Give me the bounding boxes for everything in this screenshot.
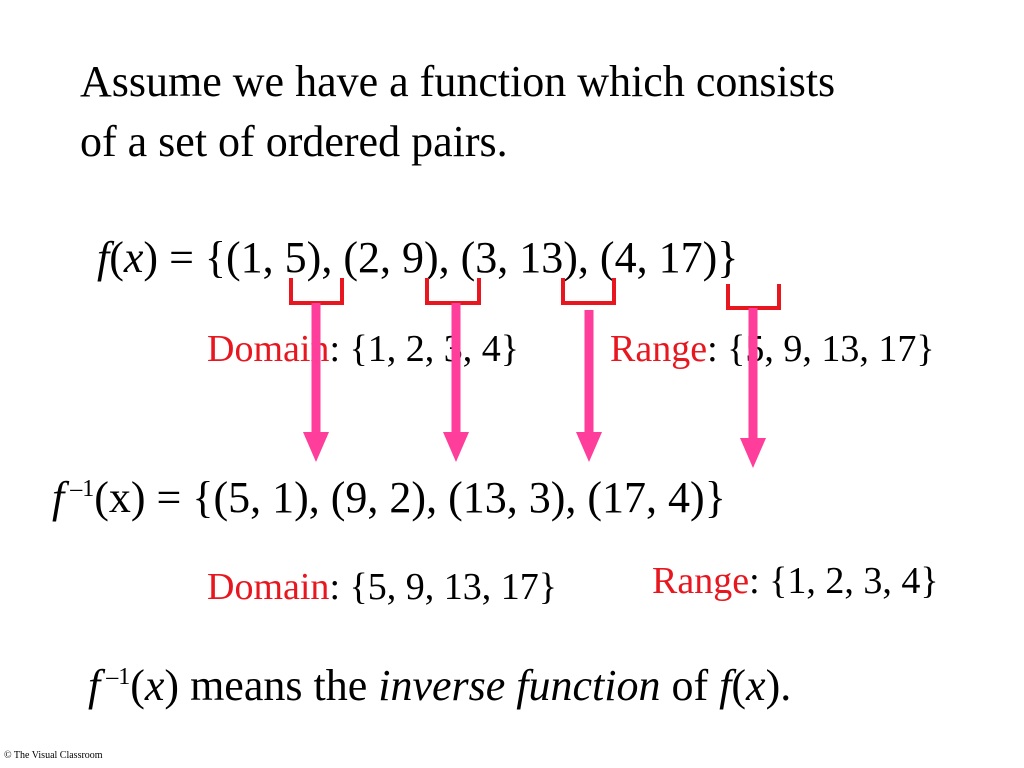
meaning-f2: f bbox=[719, 661, 732, 710]
function-range-values: : {5, 9, 13, 17} bbox=[707, 328, 935, 370]
function-name: f bbox=[97, 233, 110, 282]
meaning-of: of bbox=[660, 661, 720, 710]
copyright-footer: © The Visual Classroom bbox=[4, 750, 103, 761]
bracket-pair-4 bbox=[726, 284, 781, 310]
arrow-pair-4 bbox=[740, 308, 766, 468]
arrow-pair-3 bbox=[576, 310, 602, 462]
inverse-range-values: : {1, 2, 3, 4} bbox=[749, 560, 939, 602]
function-domain-label: Domain bbox=[207, 328, 330, 370]
function-pairs: ) = {(1, 5), (2, 9), (3, 13), (4, 17)} bbox=[143, 233, 739, 282]
function-equation: f(x) = {(1, 5), (2, 9), (3, 13), (4, 17)… bbox=[97, 233, 739, 282]
bracket-pair-3 bbox=[561, 278, 616, 305]
meaning-emphasis: inverse function bbox=[378, 661, 661, 710]
meaning-x: x bbox=[144, 661, 165, 710]
meaning-x2: x bbox=[746, 661, 766, 710]
meaning-close: ). bbox=[765, 661, 792, 710]
intro-line-1: Assume we have a function which consists bbox=[80, 57, 836, 106]
arrow-pair-1 bbox=[303, 303, 329, 462]
bracket-pair-2 bbox=[425, 278, 481, 305]
function-domain: Domain: {1, 2, 3, 4} bbox=[207, 330, 519, 368]
inverse-domain-values: : {5, 9, 13, 17} bbox=[329, 566, 557, 608]
arrow-pair-2 bbox=[443, 303, 469, 462]
function-range: Range: {5, 9, 13, 17} bbox=[610, 330, 935, 368]
meaning-mid: ) means the bbox=[164, 661, 379, 710]
meaning-f: f bbox=[88, 661, 101, 710]
pair-brackets bbox=[289, 278, 781, 310]
inverse-range: Range: {1, 2, 3, 4} bbox=[652, 562, 939, 600]
inverse-name: f bbox=[52, 473, 65, 522]
intro-text: Assume we have a function which consists… bbox=[80, 52, 835, 172]
meaning-exponent: –1 bbox=[100, 664, 131, 690]
inverse-domain: Domain: {5, 9, 13, 17} bbox=[207, 568, 557, 606]
function-domain-values: : {1, 2, 3, 4} bbox=[329, 328, 519, 370]
inverse-range-label: Range bbox=[652, 560, 750, 602]
inverse-meaning-sentence: f –1(x) means the inverse function of f(… bbox=[88, 664, 791, 708]
meaning-open: ( bbox=[130, 661, 145, 710]
swap-arrows bbox=[303, 303, 766, 468]
inverse-domain-label: Domain bbox=[207, 566, 330, 608]
bracket-pair-1 bbox=[289, 278, 344, 305]
inverse-equation: f –1(x) = {(5, 1), (9, 2), (13, 3), (17,… bbox=[52, 476, 726, 520]
function-range-label: Range bbox=[610, 328, 708, 370]
inverse-exponent: –1 bbox=[64, 476, 95, 502]
inverse-pairs: (x) = {(5, 1), (9, 2), (13, 3), (17, 4)} bbox=[94, 473, 726, 522]
intro-line-2: of a set of ordered pairs. bbox=[80, 117, 508, 166]
function-variable: x bbox=[123, 233, 144, 282]
meaning-open2: ( bbox=[731, 661, 747, 710]
